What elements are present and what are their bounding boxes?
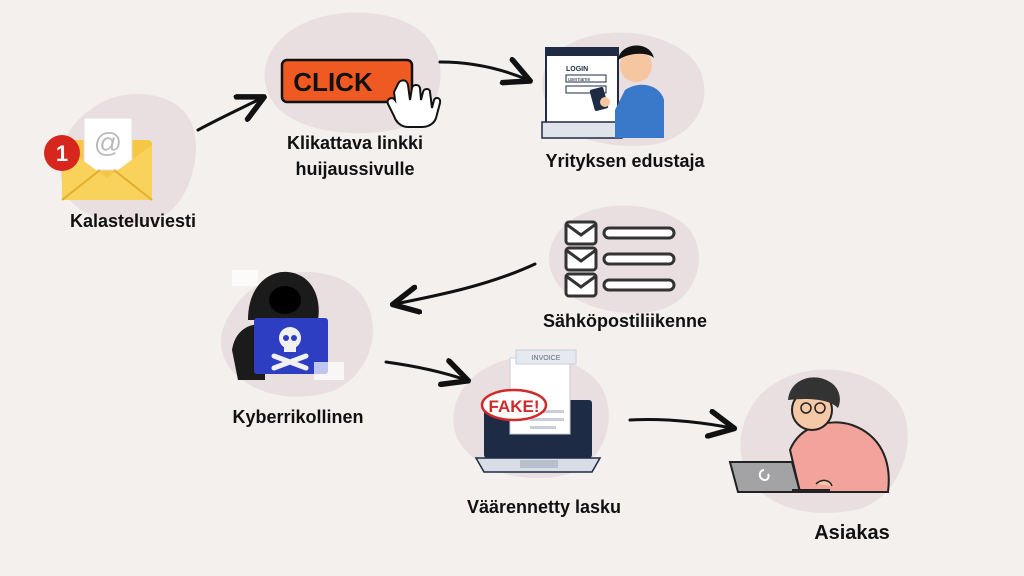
click-link-label: Klikattava linkki huijaussivulle [260,130,450,182]
person-at-login-screen-icon: LOGIN username [541,45,664,139]
svg-text:1: 1 [56,141,68,166]
svg-text:FAKE!: FAKE! [489,397,540,416]
cybercriminal-label: Kyberrikollinen [232,407,364,427]
click-hand-icon [386,79,442,128]
svg-text:INVOICE: INVOICE [532,355,561,362]
hooded-hacker-laptop-icon [232,270,344,380]
person-with-laptop-icon [728,377,890,493]
arrow-click-to-company [438,62,528,80]
arrow-email-to-click [196,98,262,132]
envelope-at-icon: @ [61,117,153,201]
notification-badge: 1 [44,135,80,171]
arrow-traffic-to-criminal [395,262,537,304]
laptop-fake-invoice-icon: INVOICE FAKE! [474,349,602,473]
email-traffic-label: Sähköpostiliikenne [542,311,708,331]
arrow-invoice-to-customer [628,419,732,428]
svg-text:CLICK: CLICK [293,67,373,97]
svg-text:@: @ [94,127,122,158]
svg-text:LOGIN: LOGIN [566,66,588,73]
click-button-icon: CLICK [280,58,414,104]
click-link-label-line1: Klikattava linkki [286,133,424,153]
click-link-label-line2: huijaussivulle [295,159,415,179]
customer-label: Asiakas [814,522,890,544]
forged-invoice-label: Väärennetty lasku [466,497,622,517]
arrow-criminal-to-invoice [384,362,466,380]
company-rep-label: Yrityksen edustaja [545,151,705,171]
svg-text:username: username [568,77,590,83]
email-list-icon [564,220,676,298]
phishing-email-label: Kalasteluviesti [69,211,197,231]
